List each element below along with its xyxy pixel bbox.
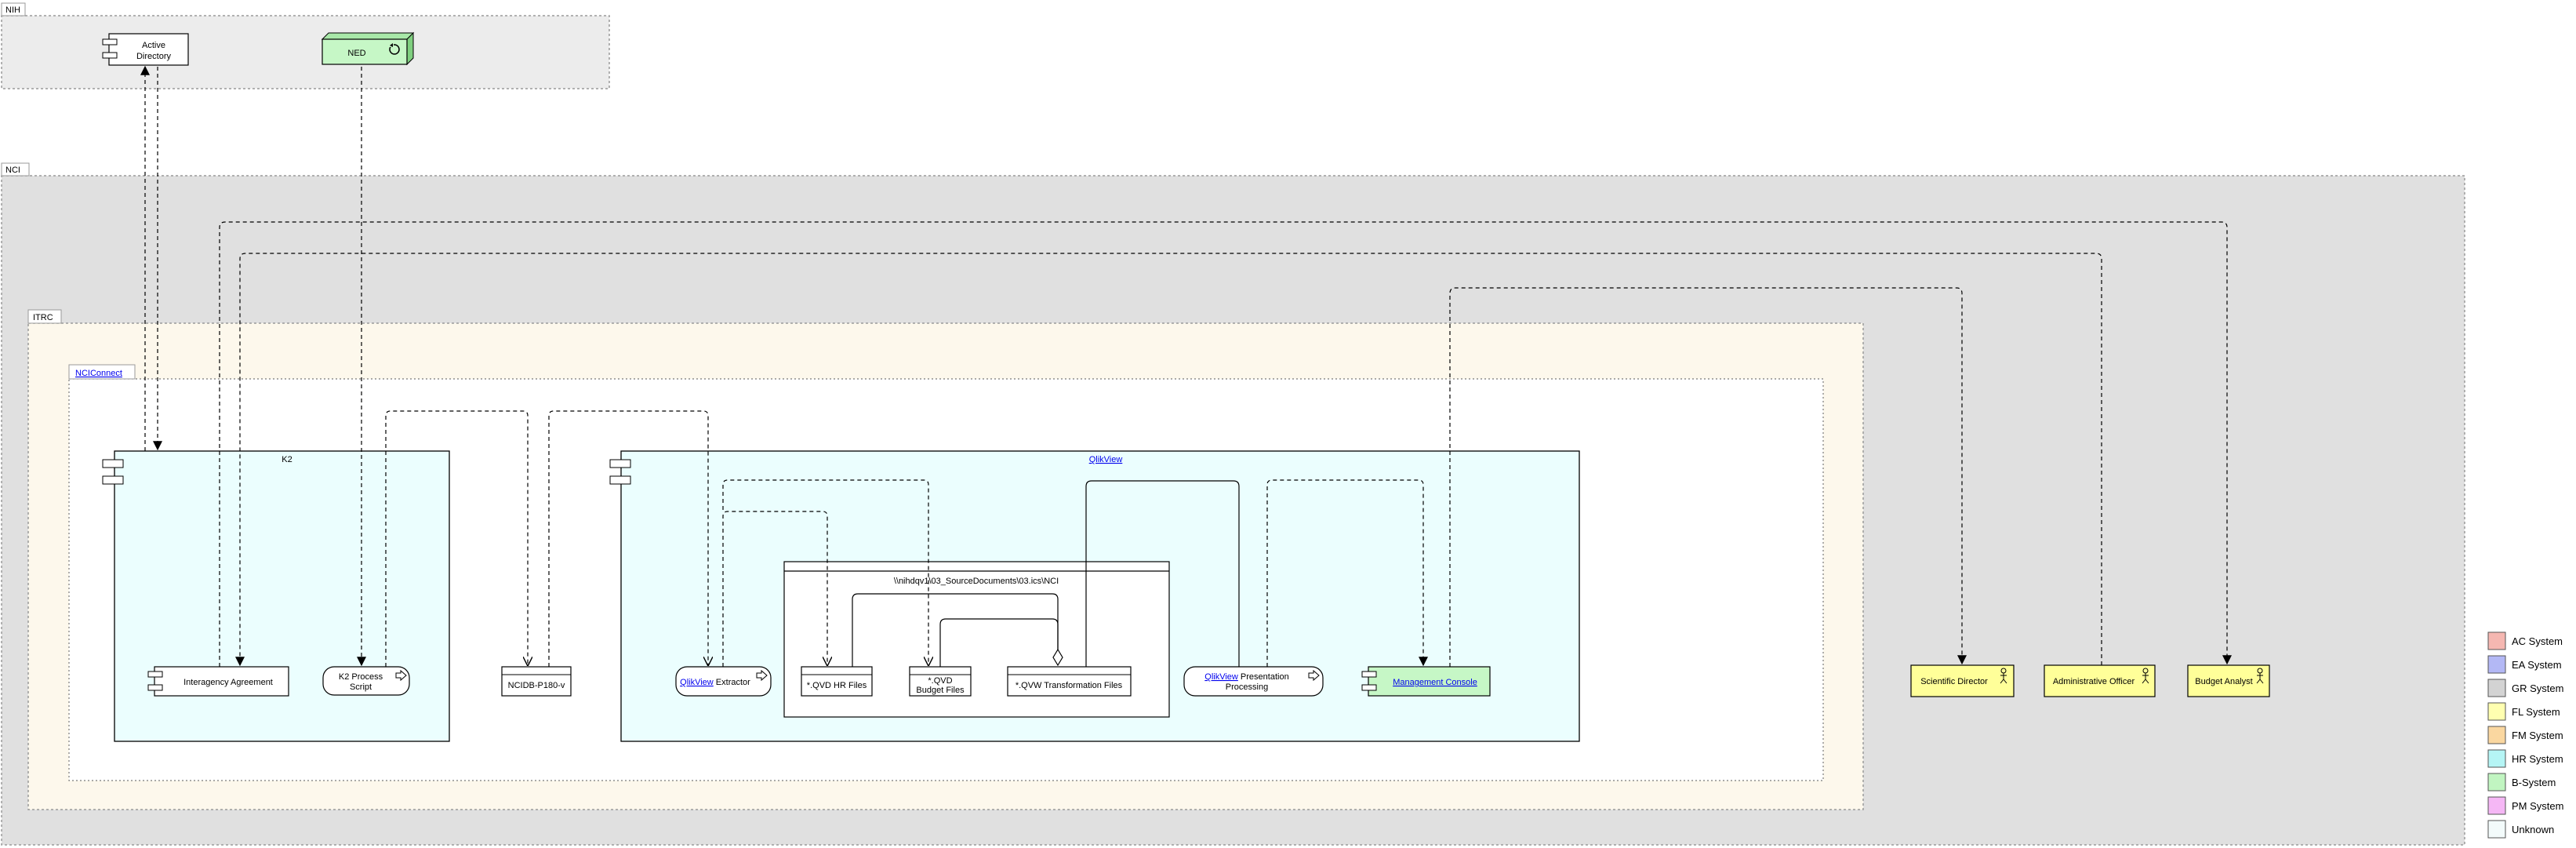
connector-qvw-to-presentation	[1085, 480, 1240, 667]
qlikview-presentation-text: Presentation	[1238, 672, 1289, 682]
k2-process-script: K2 Process Script	[322, 666, 410, 696]
qlikview-extractor-link[interactable]: QlikView	[680, 678, 714, 687]
process-arrow-icon	[395, 669, 407, 682]
aggregation-diamond	[1052, 648, 1063, 667]
connector-extractor-to-qvd-budget	[722, 479, 928, 665]
qvd-budget-files-artifact: *.QVD Budget Files	[909, 666, 972, 697]
qlikview-presentation-label-2: Processing	[1226, 682, 1268, 692]
qvd-hr-files-artifact: *.QVD HR Files	[801, 666, 873, 697]
k2-label: K2	[282, 455, 292, 464]
legend-swatch	[2487, 773, 2506, 792]
group-nih-label: NIH	[5, 5, 20, 15]
legend-label: GR System	[2512, 682, 2563, 694]
legend-label: HR System	[2512, 753, 2563, 765]
actor-icon	[2000, 668, 2007, 684]
legend-swatch	[2487, 820, 2506, 839]
connector-interagency-to-budget-analyst	[219, 221, 2232, 667]
legend-label: AC System	[2512, 635, 2563, 647]
actor-icon	[2142, 668, 2149, 684]
process-arrow-icon	[756, 669, 768, 682]
group-itrc-label: ITRC	[33, 313, 53, 322]
source-folder-label: \\nihdqv1\03_SourceDocuments\03.ics\NCI	[894, 577, 1059, 586]
qlikview-extractor-label: QlikView Extractor	[680, 678, 750, 687]
qvd-budget-files-label-1: *.QVD	[928, 676, 952, 686]
qlikview-presentation-processing: QlikView Presentation Processing	[1183, 666, 1324, 697]
process-icon	[389, 43, 400, 55]
qvd-budget-files-label-2: Budget Files	[916, 686, 965, 695]
group-nci-label: NCI	[5, 166, 20, 175]
administrative-officer-label: Administrative Officer	[2053, 677, 2135, 686]
legend-label: B-System	[2512, 777, 2556, 788]
management-console-link[interactable]: Management Console	[1393, 678, 1477, 687]
legend-swatch	[2487, 679, 2506, 697]
legend-swatch	[2487, 726, 2506, 744]
legend-swatch	[2487, 796, 2506, 815]
legend-swatch	[2487, 655, 2506, 674]
ncidb-artifact: NCIDB-P180-v	[501, 666, 572, 697]
interagency-agreement-component: Interagency Agreement	[147, 666, 289, 697]
interagency-agreement-label: Interagency Agreement	[183, 678, 273, 687]
ned-node: NED	[321, 31, 415, 66]
legend-swatch	[2487, 749, 2506, 768]
qlikview-extractor: QlikView Extractor	[675, 666, 772, 697]
active-directory-label-1: Active	[142, 41, 165, 50]
connector-console-to-scientific-director	[1449, 287, 1967, 667]
connector-ncidb-to-extractor	[548, 410, 708, 667]
connector-extractor-to-qvd-hr	[722, 511, 827, 667]
process-arrow-icon	[1308, 669, 1320, 682]
k2-system: K2	[102, 450, 450, 742]
connector-qvd-hr-to-qvw	[852, 593, 1059, 667]
k2-process-script-label-1: K2 Process	[339, 672, 383, 682]
qvd-hr-files-label: *.QVD HR Files	[807, 681, 867, 690]
group-nih: NIH	[1, 2, 610, 89]
active-directory-label-2: Directory	[136, 52, 172, 61]
legend-swatch	[2487, 631, 2506, 650]
qvw-transformation-files-artifact: *.QVW Transformation Files	[1007, 666, 1132, 697]
qlikview-presentation-link[interactable]: QlikView	[1204, 672, 1238, 682]
active-directory-component: Active Directory	[102, 33, 189, 66]
legend: AC System EA System GR System FL System FM S…	[2487, 631, 2563, 839]
connector-presentation-to-console	[1266, 479, 1428, 667]
actor-budget-analyst: Budget Analyst	[2187, 664, 2270, 697]
group-nciconnect-link[interactable]: NCIConnect	[75, 369, 122, 378]
connector-k2-script-to-ncidb	[385, 410, 528, 667]
actor-scientific-director: Scientific Director	[1910, 664, 2015, 697]
ncidb-label: NCIDB-P180-v	[508, 681, 565, 690]
qlikview-extractor-text: Extractor	[714, 678, 750, 687]
legend-label: FL System	[2512, 706, 2560, 718]
scientific-director-label: Scientific Director	[1920, 677, 1988, 686]
connector-qvd-budget-to-qvw	[939, 618, 1059, 667]
qvw-transformation-files-label: *.QVW Transformation Files	[1016, 681, 1123, 690]
legend-label: FM System	[2512, 730, 2563, 741]
management-console-component: Management Console	[1361, 666, 1491, 697]
qlikview-presentation-label: QlikView Presentation	[1204, 672, 1288, 682]
legend-label: EA System	[2512, 659, 2562, 671]
legend-label: Unknown	[2512, 824, 2554, 835]
actor-icon	[2256, 668, 2264, 684]
legend-swatch	[2487, 702, 2506, 721]
actor-administrative-officer: Administrative Officer	[2044, 664, 2156, 697]
connectors	[140, 65, 2232, 667]
legend-label: PM System	[2512, 800, 2563, 812]
budget-analyst-label: Budget Analyst	[2195, 677, 2252, 686]
k2-process-script-label-2: Script	[350, 682, 372, 692]
qlikview-link[interactable]: QlikView	[1089, 455, 1123, 464]
ned-label: NED	[347, 49, 365, 58]
